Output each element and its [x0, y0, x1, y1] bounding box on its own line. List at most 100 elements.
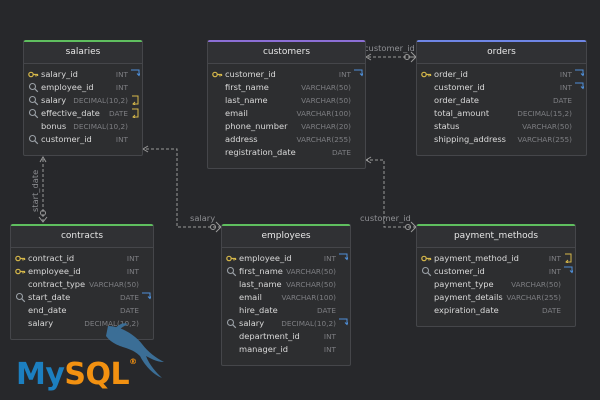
column-type: INT — [126, 267, 139, 276]
entity-title[interactable]: contracts — [11, 224, 153, 248]
rel-arrow-contracts — [39, 156, 47, 163]
dolphin-fin — [114, 323, 128, 334]
relation-marker-yellow-icon — [563, 253, 573, 264]
column-name: payment_type — [434, 279, 494, 289]
column-row[interactable]: employee_id INT — [11, 265, 153, 278]
column-row[interactable]: manager_id INT — [222, 343, 350, 356]
blank-icon — [421, 134, 432, 145]
column-type: DECIMAL(10,2) — [73, 122, 128, 131]
index-search-icon — [226, 266, 237, 277]
column-name: salary — [41, 95, 67, 105]
entity-title[interactable]: salaries — [24, 40, 142, 64]
column-row[interactable]: email VARCHAR(100) — [222, 291, 350, 304]
rel-end-orders-circle — [404, 54, 410, 60]
column-type: VARCHAR(100) — [281, 293, 337, 302]
entity-title[interactable]: orders — [417, 40, 586, 64]
column-name: employee_id — [28, 266, 81, 276]
column-type: DECIMAL(10,2) — [84, 319, 139, 328]
logo-registered: ® — [129, 357, 137, 366]
entity-title[interactable]: payment_methods — [417, 224, 575, 248]
column-name: shipping_address — [434, 134, 506, 144]
column-name: manager_id — [239, 344, 289, 354]
column-row[interactable]: order_id INT — [417, 68, 586, 81]
primary-key-icon — [15, 266, 26, 277]
column-name: expiration_date — [434, 305, 499, 315]
rel-end-payment-circle — [405, 224, 411, 230]
column-row[interactable]: customer_id INT — [417, 265, 575, 278]
rel-end-orders — [409, 51, 417, 63]
column-name: customer_id — [41, 134, 92, 144]
entity-title[interactable]: customers — [208, 40, 365, 64]
column-type: INT — [323, 345, 336, 354]
column-type: VARCHAR(50) — [286, 280, 336, 289]
blank-icon — [421, 82, 432, 93]
column-type: DECIMAL(15,2) — [517, 109, 572, 118]
column-type: VARCHAR(50) — [89, 280, 139, 289]
column-type: INT — [115, 83, 128, 92]
blank-icon — [15, 305, 26, 316]
column-type: INT — [559, 70, 572, 79]
blank-icon — [421, 305, 432, 316]
primary-key-icon — [421, 69, 432, 80]
column-type: INT — [548, 267, 561, 276]
column-type: VARCHAR(50) — [301, 83, 351, 92]
column-name: email — [239, 292, 262, 302]
index-search-icon — [28, 108, 39, 119]
index-search-icon — [28, 82, 39, 93]
column-name: effective_date — [41, 108, 100, 118]
blank-icon — [212, 108, 223, 119]
relation-marker-blue-icon — [130, 69, 141, 79]
column-name: customer_id — [434, 266, 485, 276]
entity-title[interactable]: employees — [222, 224, 350, 248]
primary-key-icon — [226, 253, 237, 264]
column-type: INT — [559, 83, 572, 92]
column-type: DATE — [317, 306, 336, 315]
blank-icon — [226, 331, 237, 342]
blank-icon — [421, 108, 432, 119]
column-name: registration_date — [225, 147, 296, 157]
column-type: INT — [338, 70, 351, 79]
column-name: order_id — [434, 69, 468, 79]
